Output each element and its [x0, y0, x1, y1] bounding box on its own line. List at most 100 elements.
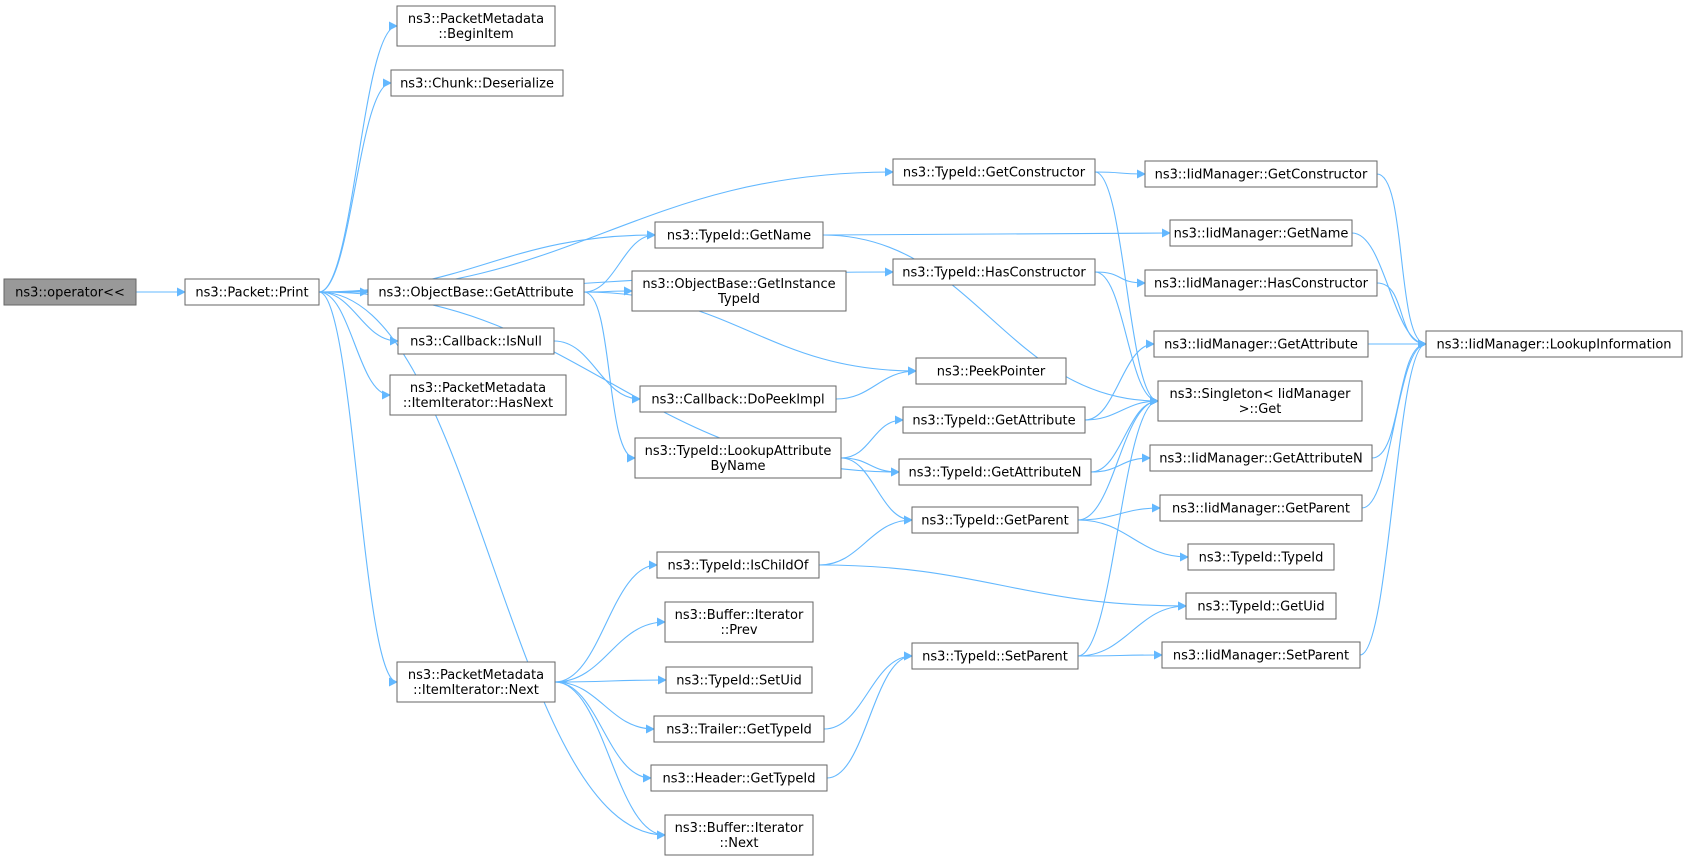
- node-tid_getctor[interactable]: ns3::TypeId::GetConstructor: [892, 158, 1096, 186]
- node-label: ::Prev: [720, 623, 757, 638]
- node-header_gettid[interactable]: ns3::Header::GetTypeId: [650, 764, 828, 792]
- node-box: [1144, 160, 1378, 188]
- node-label: ns3::Trailer::GetTypeId: [666, 723, 812, 738]
- node-op[interactable]: ns3::operator<<: [3, 278, 137, 306]
- edge-tid_getparent-to-iid_getparent: [1077, 503, 1161, 521]
- edge-ob_getattr-to-tid_getname: [583, 230, 656, 293]
- node-box: [653, 715, 825, 743]
- edge-tid_getattrn-to-iid_getattrn: [1090, 453, 1151, 473]
- node-label: ns3::TypeId::HasConstructor: [902, 266, 1086, 281]
- node-label: ns3::TypeId::GetParent: [921, 514, 1069, 529]
- node-pm_begin[interactable]: ns3::PacketMetadata::BeginItem: [396, 5, 556, 47]
- node-label: ns3::IidManager::GetAttributeN: [1159, 452, 1363, 467]
- node-box: [911, 506, 1079, 534]
- node-chunk_deser[interactable]: ns3::Chunk::Deserialize: [390, 69, 564, 97]
- node-label: ns3::PacketMetadata: [410, 381, 546, 396]
- node-box: [1425, 330, 1683, 358]
- edge-tid_getname-to-iid_getname: [822, 228, 1171, 238]
- edge-print-to-pm_next: [318, 291, 398, 687]
- node-label: ns3::TypeId::GetUid: [1197, 600, 1324, 615]
- node-label: ns3::TypeId::GetAttributeN: [908, 466, 1081, 481]
- node-box: [892, 158, 1096, 186]
- node-label: ::Next: [719, 836, 758, 851]
- node-iid_getparent[interactable]: ns3::IidManager::GetParent: [1159, 494, 1363, 522]
- node-tid_setparent[interactable]: ns3::TypeId::SetParent: [911, 642, 1079, 670]
- node-box: [898, 458, 1092, 486]
- node-box: [396, 5, 556, 47]
- edge-iid_setparent-to-iid_lookupinfo: [1359, 339, 1427, 656]
- node-box: [367, 278, 585, 306]
- edge-print-to-buf_next: [318, 291, 666, 840]
- node-label: ns3::IidManager::HasConstructor: [1154, 277, 1369, 292]
- node-tid_getattr[interactable]: ns3::TypeId::GetAttribute: [902, 406, 1086, 434]
- node-box: [1161, 641, 1361, 669]
- edge-tid_getattr-to-iid_getattr: [1084, 339, 1155, 421]
- node-box: [656, 551, 820, 579]
- node-tid_setuid[interactable]: ns3::TypeId::SetUid: [665, 666, 813, 694]
- edge-pm_next-to-header_gettid: [554, 681, 652, 783]
- nodes: ns3::operator<<ns3::Packet::Printns3::Pa…: [3, 5, 1683, 856]
- node-iid_getattrn[interactable]: ns3::IidManager::GetAttributeN: [1149, 444, 1373, 472]
- node-iid_getctor[interactable]: ns3::IidManager::GetConstructor: [1144, 160, 1378, 188]
- node-box: [665, 666, 813, 694]
- node-tid_typeid[interactable]: ns3::TypeId::TypeId: [1187, 543, 1335, 571]
- edge-print-to-pm_begin: [318, 21, 398, 293]
- node-buf_prev[interactable]: ns3::Buffer::Iterator::Prev: [664, 601, 814, 643]
- node-label: ns3::Singleton< IidManager: [1169, 387, 1351, 402]
- node-tid_getuid[interactable]: ns3::TypeId::GetUid: [1185, 592, 1337, 620]
- node-singleton_get[interactable]: ns3::Singleton< IidManager >::Get: [1157, 380, 1363, 422]
- node-label: ns3::TypeId::SetParent: [922, 650, 1068, 665]
- edge-tid_ischildof-to-tid_getuid: [818, 564, 1187, 611]
- node-label: ns3::IidManager::GetConstructor: [1155, 168, 1368, 183]
- node-iid_getname[interactable]: ns3::IidManager::GetName: [1169, 219, 1353, 247]
- edge-tid_lookupattr-to-tid_getparent: [840, 457, 913, 525]
- node-label: ns3::TypeId::IsChildOf: [668, 559, 809, 574]
- node-peekpointer[interactable]: ns3::PeekPointer: [915, 357, 1067, 385]
- node-box: [911, 642, 1079, 670]
- edge-tid_lookupattr-to-tid_getattrn: [840, 457, 900, 477]
- node-iid_hasctor[interactable]: ns3::IidManager::HasConstructor: [1144, 269, 1378, 297]
- node-label: ns3::Packet::Print: [195, 286, 308, 301]
- node-box: [639, 385, 837, 413]
- node-label: ns3::TypeId::TypeId: [1199, 551, 1324, 566]
- edge-pm_next-to-buf_prev: [554, 617, 666, 683]
- node-buf_next[interactable]: ns3::Buffer::Iterator::Next: [664, 814, 814, 856]
- edge-header_gettid-to-tid_setparent: [826, 651, 913, 779]
- node-pm_next[interactable]: ns3::PacketMetadata::ItemIterator::Next: [396, 661, 556, 703]
- node-print[interactable]: ns3::Packet::Print: [184, 278, 320, 306]
- edge-tid_getname-to-singleton_get: [822, 234, 1159, 406]
- node-tid_getname[interactable]: ns3::TypeId::GetName: [654, 221, 824, 249]
- node-iid_lookupinfo[interactable]: ns3::IidManager::LookupInformation: [1425, 330, 1683, 358]
- edge-tid_getctor-to-iid_getctor: [1094, 169, 1146, 179]
- node-tid_getparent[interactable]: ns3::TypeId::GetParent: [911, 506, 1079, 534]
- node-label: ns3::Buffer::Iterator: [675, 608, 804, 623]
- node-tid_ischildof[interactable]: ns3::TypeId::IsChildOf: [656, 551, 820, 579]
- node-box: [654, 221, 824, 249]
- node-label: ns3::TypeId::SetUid: [676, 674, 801, 689]
- node-label: ns3::PeekPointer: [937, 365, 1046, 380]
- node-box: [664, 601, 814, 643]
- node-label: ::ItemIterator::Next: [413, 683, 539, 698]
- node-cb_peekimpl[interactable]: ns3::Callback::DoPeekImpl: [639, 385, 837, 413]
- node-box: [915, 357, 1067, 385]
- node-tid_getattrn[interactable]: ns3::TypeId::GetAttributeN: [898, 458, 1092, 486]
- node-label: ns3::ObjectBase::GetInstance: [642, 277, 835, 292]
- node-label: ByName: [711, 459, 766, 474]
- node-trailer_gettid[interactable]: ns3::Trailer::GetTypeId: [653, 715, 825, 743]
- node-tid_hasctor[interactable]: ns3::TypeId::HasConstructor: [892, 258, 1096, 286]
- node-iid_getattr[interactable]: ns3::IidManager::GetAttribute: [1153, 330, 1369, 358]
- node-box: [396, 661, 556, 703]
- node-iid_setparent[interactable]: ns3::IidManager::SetParent: [1161, 641, 1361, 669]
- node-cb_isnull[interactable]: ns3::Callback::IsNull: [397, 327, 555, 355]
- node-ob_getattr[interactable]: ns3::ObjectBase::GetAttribute: [367, 278, 585, 306]
- edge-pm_next-to-buf_next: [554, 681, 666, 840]
- node-label: ns3::TypeId::GetConstructor: [903, 166, 1086, 181]
- node-label: ns3::IidManager::GetParent: [1172, 502, 1350, 517]
- node-pm_hasnext[interactable]: ns3::PacketMetadata::ItemIterator::HasNe…: [389, 374, 567, 416]
- node-box: [3, 278, 137, 306]
- node-box: [1157, 380, 1363, 422]
- node-label: ns3::IidManager::SetParent: [1173, 649, 1349, 664]
